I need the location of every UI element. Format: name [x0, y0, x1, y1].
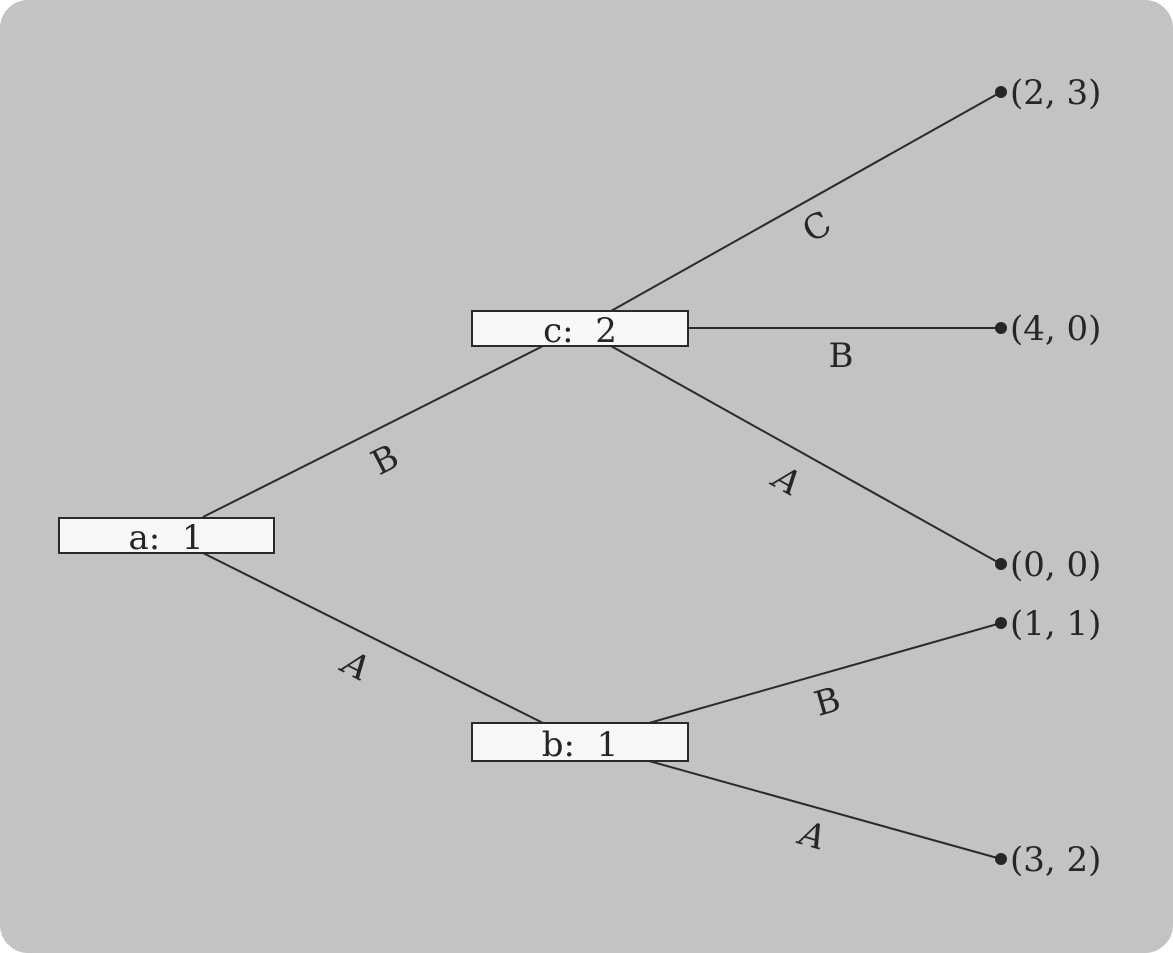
- leaf-dot-4-0: [995, 322, 1007, 334]
- node-c-box: [471, 310, 689, 347]
- edge-b-to-leaf-1-1: [648, 622, 1002, 724]
- leaf-dot-3-2: [995, 853, 1007, 865]
- node-b-label: b: 1: [542, 725, 618, 765]
- node-a: a: 1: [58, 517, 275, 558]
- edge-a-to-c: [202, 345, 544, 518]
- leaf-dot-2-3: [995, 86, 1007, 98]
- edge-c-to-leaf-2-3: [610, 91, 1002, 312]
- payoff-4-0: (4, 0): [1010, 309, 1101, 349]
- payoff-1-1: (1, 1): [1010, 604, 1101, 644]
- node-c-label: c: 2: [543, 311, 617, 351]
- leaf-dot-0-0: [995, 558, 1007, 570]
- node-a-label: a: 1: [129, 518, 204, 558]
- edge-c-to-leaf-0-0: [610, 345, 1002, 565]
- node-b: b: 1: [471, 722, 689, 765]
- edge-label-c-4-0: B: [829, 336, 854, 376]
- node-b-box: [471, 722, 689, 762]
- leaf-dot-1-1: [995, 617, 1007, 629]
- edge-b-to-leaf-3-2: [648, 760, 1002, 860]
- payoff-2-3: (2, 3): [1010, 73, 1101, 113]
- payoff-0-0: (0, 0): [1010, 545, 1101, 585]
- payoff-3-2: (3, 2): [1010, 840, 1101, 880]
- edge-a-to-b: [202, 552, 544, 724]
- node-a-box: [58, 517, 275, 554]
- node-c: c: 2: [471, 310, 689, 351]
